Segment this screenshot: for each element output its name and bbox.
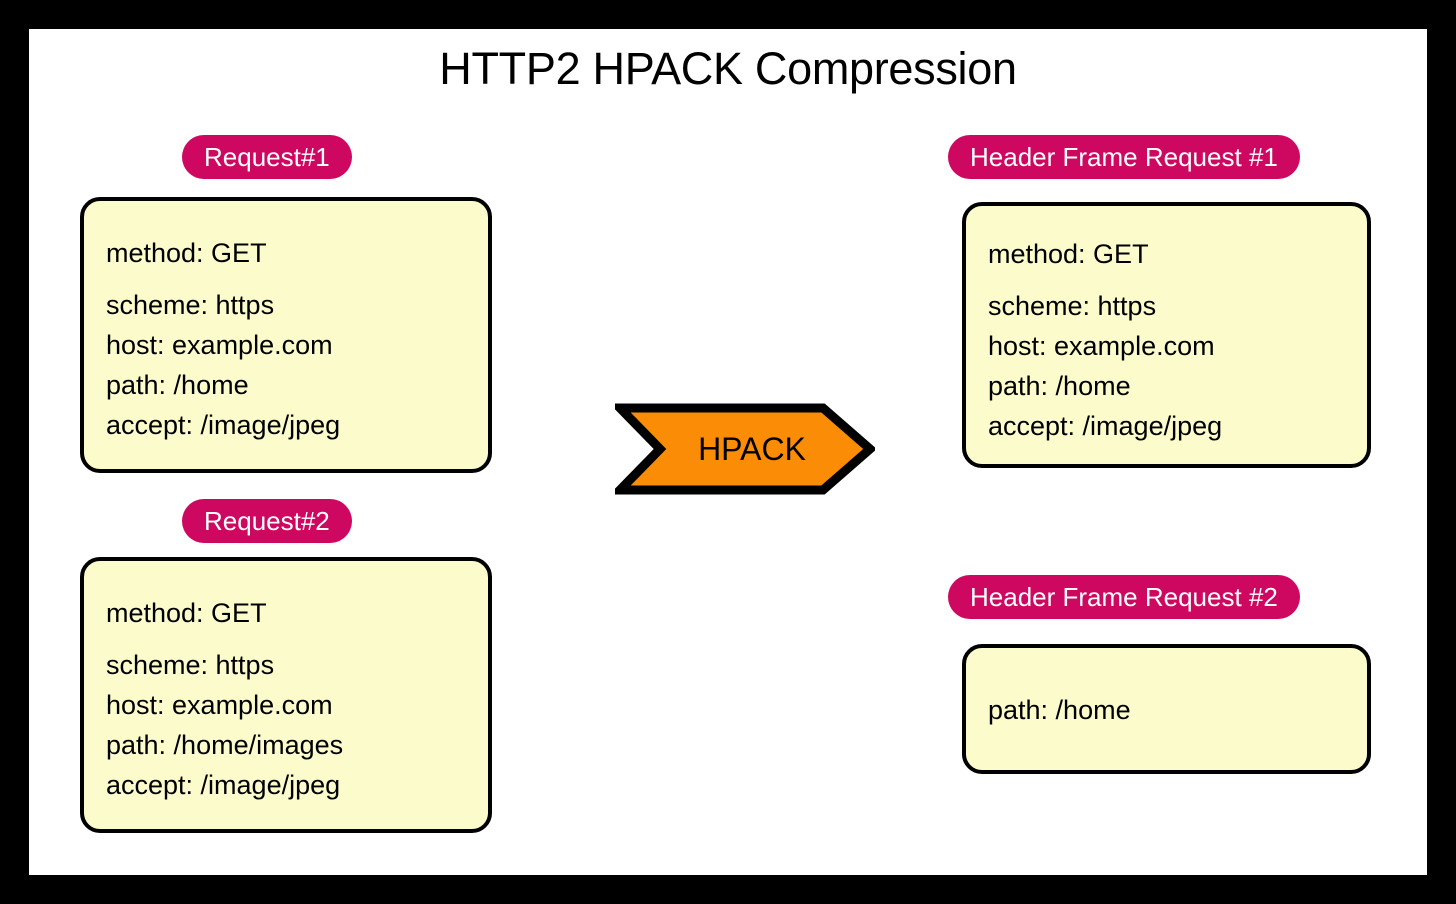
- request-2-line-method: method: GET: [106, 598, 267, 628]
- request-1-line-host: host: example.com: [106, 330, 333, 360]
- request-2-line-path: path: /home/images: [106, 730, 344, 760]
- header-frame-2-line-path: path: /home: [988, 695, 1131, 725]
- request-2-line-scheme: scheme: https: [106, 650, 275, 680]
- request-2-line-accept: accept: /image/jpeg: [106, 770, 341, 800]
- header-frame-1-line-path: path: /home: [988, 371, 1131, 401]
- request-1-line-method: method: GET: [106, 238, 267, 268]
- page-title: HTTP2 HPACK Compression: [439, 43, 1017, 94]
- request-2-line-host: host: example.com: [106, 690, 333, 720]
- pill-request-1: Request#1: [182, 135, 352, 179]
- box-request-2: method: GET scheme: https host: example.…: [80, 557, 492, 833]
- diagram-canvas: HTTP2 HPACK Compression Request#1 method…: [29, 29, 1427, 875]
- box-header-frame-1: method: GET scheme: https host: example.…: [962, 202, 1371, 468]
- hpack-arrow: HPACK: [615, 403, 875, 495]
- box-header-frame-2: path: /home: [962, 644, 1371, 774]
- request-1-line-path: path: /home: [106, 370, 249, 400]
- hpack-arrow-shape: [615, 403, 875, 495]
- header-frame-1-line-scheme: scheme: https: [988, 291, 1157, 321]
- request-1-line-scheme: scheme: https: [106, 290, 275, 320]
- header-frame-1-line-accept: accept: /image/jpeg: [988, 411, 1223, 441]
- header-frame-1-line-host: host: example.com: [988, 331, 1215, 361]
- pill-header-frame-1: Header Frame Request #1: [948, 135, 1300, 179]
- header-frame-1-line-method: method: GET: [988, 239, 1149, 269]
- box-request-1: method: GET scheme: https host: example.…: [80, 197, 492, 473]
- pill-header-frame-2: Header Frame Request #2: [948, 575, 1300, 619]
- pill-request-2: Request#2: [182, 499, 352, 543]
- request-1-line-accept: accept: /image/jpeg: [106, 410, 341, 440]
